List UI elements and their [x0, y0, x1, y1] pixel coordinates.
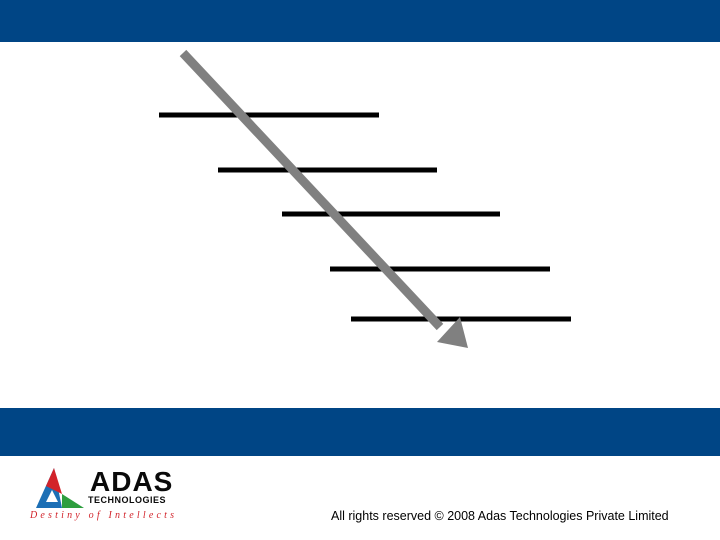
logo-triangle-red — [46, 468, 62, 494]
diagonal-arrow-icon — [179, 49, 468, 348]
copyright-text: All rights reserved © 2008 Adas Technolo… — [331, 509, 669, 523]
adas-triangle-logo-icon — [36, 468, 84, 508]
arrow-head — [437, 317, 468, 348]
logo-tagline: Destiny of Intellects — [30, 510, 178, 521]
company-logo: ADAS TECHNOLOGIES Destiny of Intellects — [28, 462, 208, 524]
logo-wordmark: ADAS — [90, 466, 174, 497]
logo-triangle-inner — [46, 490, 58, 502]
bottom-banner — [0, 408, 720, 456]
logo-subtitle: TECHNOLOGIES — [88, 495, 167, 505]
logo-triangle-green — [62, 494, 84, 508]
top-banner — [0, 0, 720, 42]
arrow-shaft — [179, 49, 444, 331]
